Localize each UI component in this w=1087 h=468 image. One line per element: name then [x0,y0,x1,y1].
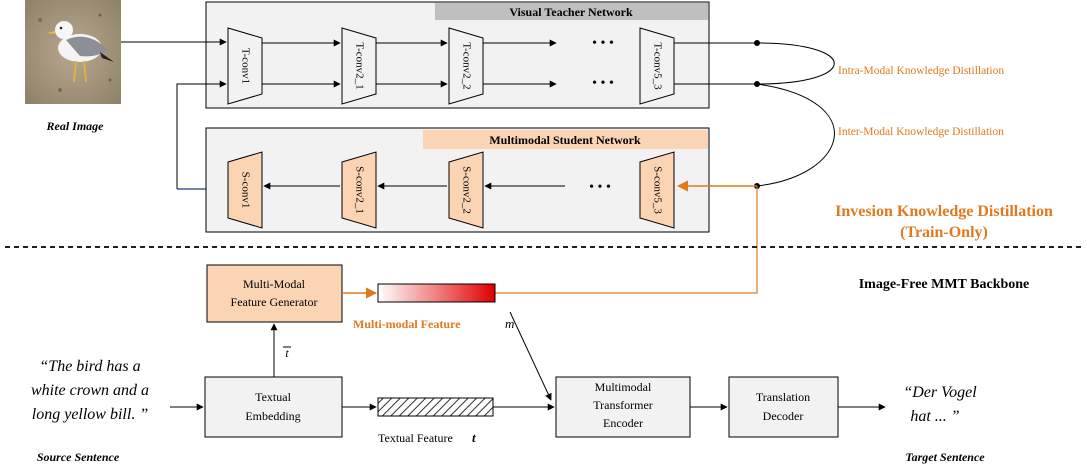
intra-modal-kd-curve [756,42,835,85]
mm-feature-generator-box: Multi-Modal Feature Generator [206,264,343,323]
teacher-ellipsis-bottom: • • • [592,76,614,91]
svg-text:Encoder: Encoder [603,416,643,430]
svg-text:S-conv5_3: S-conv5_3 [651,166,663,214]
textual-embedding-box: Textual Embedding [204,376,343,438]
student-layer-conv2-1: S-conv2_1 [341,151,377,229]
multimodal-feature-symbol: m [505,316,514,331]
svg-text:Embedding: Embedding [245,409,300,423]
seagull-icon [47,21,114,83]
multimodal-feature-label: Multi-modal Feature [353,317,461,331]
inversion-feature-link [495,186,758,294]
feature-to-encoder-arrow [509,311,552,401]
textual-feature-symbol: t [472,430,476,445]
svg-text:T-conv2_2: T-conv2_2 [460,42,472,89]
student-layer-conv5-3: S-conv5_3 [639,151,675,229]
student-ellipsis: • • • [589,180,611,195]
student-network-title: Multimodal Student Network [489,133,641,147]
svg-text:Feature Generator: Feature Generator [231,295,318,309]
student-network: Multimodal Student Network S-conv1 S-con… [205,127,710,233]
svg-text:T-conv1: T-conv1 [239,48,251,84]
svg-text:Translation: Translation [756,390,810,404]
teacher-network-title: Visual Teacher Network [509,5,633,19]
real-image-caption: Real Image [46,119,105,133]
svg-text:“Der Vogel: “Der Vogel [903,384,977,401]
svg-text:Textual: Textual [255,390,291,404]
svg-text:hat ... ”: hat ... ” [910,408,959,425]
svg-text:T-conv2_1: T-conv2_1 [353,42,365,89]
real-image [25,0,121,104]
student-to-teacher-arrow [176,80,227,189]
svg-text:long yellow bill. ”: long yellow bill. ” [32,406,149,423]
student-layer-conv2-2: S-conv2_2 [448,151,484,229]
textual-feature-label: Textual Feature [378,431,453,445]
translation-decoder-box: Translation Decoder [728,376,839,438]
svg-text:Transformer: Transformer [593,398,653,412]
inversion-kd-label: Invesion Knowledge Distillation [835,203,1053,220]
target-sentence: “Der Vogel hat ... ” [903,384,977,425]
teacher-layer-conv2-2: T-conv2_2 [448,27,484,105]
svg-text:“The bird has a: “The bird has a [39,358,140,375]
svg-text:Decoder: Decoder [763,409,804,423]
teacher-ellipsis-top: • • • [592,36,614,51]
backbone-label: Image-Free MMT Backbone [859,277,1030,292]
mm-encoder-box: Multimodal Transformer Encoder [555,376,691,438]
teacher-layer-conv1: T-conv1 [227,27,263,105]
svg-text:S-conv2_2: S-conv2_2 [460,166,472,214]
student-layer-conv1: S-conv1 [227,151,263,229]
svg-text:T-conv5_3: T-conv5_3 [651,42,663,90]
svg-text:white crown and a: white crown and a [31,382,149,399]
inter-modal-kd-label: Inter-Modal Knowledge Distillation [838,126,1004,138]
teacher-layer-conv2-1: T-conv2_1 [341,27,377,105]
train-only-label: (Train-Only) [900,224,988,241]
source-sentence-caption: Source Sentence [37,450,120,464]
textual-feature-bar [377,397,494,417]
teacher-network: Visual Teacher Network T-conv1 T-conv2_1… [205,1,710,109]
inter-modal-kd-curve [756,83,835,187]
svg-text:Multi-Modal: Multi-Modal [243,277,306,291]
svg-text:Multimodal: Multimodal [595,380,652,394]
multimodal-feature-bar [377,283,496,303]
teacher-layer-conv5-3: T-conv5_3 [639,27,675,105]
source-sentence: “The bird has a white crown and a long y… [31,358,149,423]
target-sentence-caption: Target Sentence [905,450,985,464]
svg-text:S-conv2_1: S-conv2_1 [353,166,365,214]
t-bar-symbol: t [285,346,289,360]
intra-modal-kd-label: Intra-Modal Knowledge Distillation [838,65,1004,77]
svg-text:S-conv1: S-conv1 [239,172,251,209]
